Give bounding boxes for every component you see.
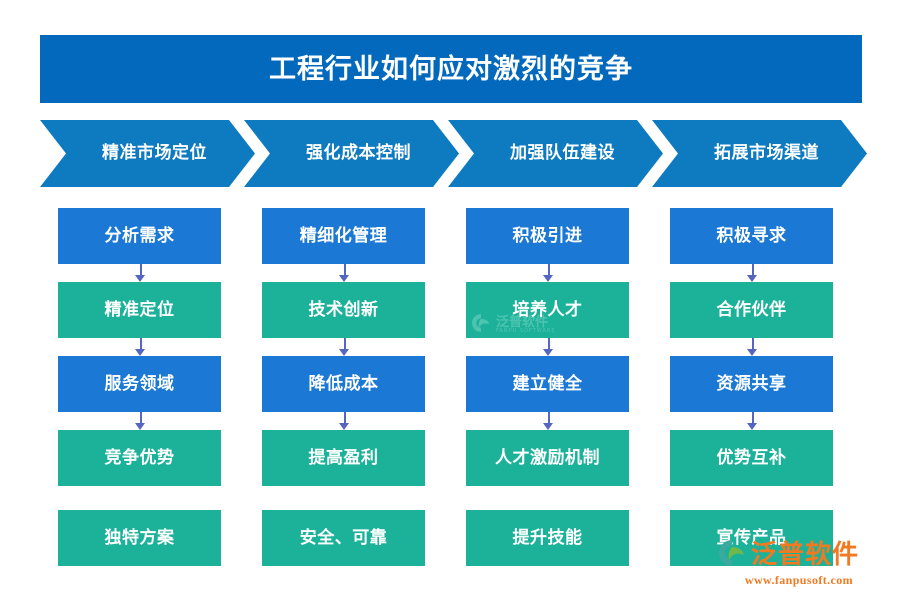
chevron-stage-1-label: 精准市场定位	[102, 143, 207, 163]
flow-box-c4-r1[interactable]: 积极寻求	[670, 208, 833, 264]
flow-box-c2-r2[interactable]: 技术创新	[262, 282, 425, 338]
chevron-stage-3[interactable]: 加强队伍建设	[448, 120, 663, 187]
flow-box-label: 提高盈利	[308, 447, 379, 468]
arrow-down-icon	[134, 264, 146, 282]
flow-cell: 积极引进	[466, 208, 629, 282]
chevron-stage-1[interactable]: 精准市场定位	[40, 120, 255, 187]
flow-box-c2-r1[interactable]: 精细化管理	[262, 208, 425, 264]
flow-box-label: 宣传产品	[716, 527, 787, 548]
flow-box-label: 安全、可靠	[299, 527, 388, 548]
flow-box-label: 资源共享	[716, 373, 787, 394]
logo-name-cn: 泛普软件	[751, 540, 860, 570]
flow-box-label: 积极引进	[512, 225, 583, 246]
flow-box-label: 培养人才	[512, 299, 583, 320]
flow-box-label: 优势互补	[716, 447, 787, 468]
flow-box-c4-r4[interactable]: 优势互补	[670, 430, 833, 486]
chevron-stage-4-label: 拓展市场渠道	[714, 143, 819, 163]
flow-cell: 独特方案	[58, 510, 221, 566]
flow-box-label: 分析需求	[104, 225, 175, 246]
flow-cell: 安全、可靠	[262, 510, 425, 566]
flow-cell: 人才激励机制	[466, 430, 629, 486]
logo-url: www.fanpusoft.com	[744, 573, 854, 587]
arrow-down-icon	[746, 412, 758, 430]
flow-cell: 降低成本	[262, 356, 425, 430]
logo-row: 泛普软件	[716, 538, 882, 572]
flow-box-label: 精准定位	[104, 299, 175, 320]
flow-box-c1-r4[interactable]: 竞争优势	[58, 430, 221, 486]
flow-box-label: 积极寻求	[716, 225, 787, 246]
flow-cell: 分析需求	[58, 208, 221, 282]
chevron-stage-4[interactable]: 拓展市场渠道	[652, 120, 867, 187]
flow-cell: 建立健全	[466, 356, 629, 430]
flow-box-label: 提升技能	[512, 527, 583, 548]
arrow-down-icon	[542, 338, 554, 356]
flow-cell: 竞争优势	[58, 430, 221, 486]
arrow-down-icon	[746, 264, 758, 282]
flow-cell: 合作伙伴	[670, 282, 833, 356]
title-banner: 工程行业如何应对激烈的竞争	[40, 35, 862, 103]
fanpu-logo-icon	[716, 537, 748, 573]
flow-box-c3-r4[interactable]: 人才激励机制	[466, 430, 629, 486]
flow-cell: 优势互补	[670, 430, 833, 486]
chevron-stage-2-label: 强化成本控制	[306, 143, 411, 163]
flow-box-c4-r5[interactable]: 宣传产品	[670, 510, 833, 566]
flow-cell: 积极寻求	[670, 208, 833, 282]
arrow-down-icon	[338, 412, 350, 430]
flow-column-3: 积极引进 培养人才 建立健全 人才激励机制	[466, 208, 629, 566]
flow-box-label: 精细化管理	[299, 225, 388, 246]
flow-box-c3-r5[interactable]: 提升技能	[466, 510, 629, 566]
flow-box-c1-r3[interactable]: 服务领域	[58, 356, 221, 412]
flow-cell: 提高盈利	[262, 430, 425, 486]
flow-cell: 宣传产品	[670, 510, 833, 566]
chevron-stage-3-label: 加强队伍建设	[510, 143, 615, 163]
chevron-stage-2[interactable]: 强化成本控制	[244, 120, 459, 187]
flow-box-c3-r2[interactable]: 培养人才	[466, 282, 629, 338]
flow-box-label: 降低成本	[308, 373, 379, 394]
flow-box-label: 建立健全	[512, 373, 583, 394]
flow-box-c2-r5[interactable]: 安全、可靠	[262, 510, 425, 566]
flow-box-label: 独特方案	[104, 527, 175, 548]
flow-box-c2-r4[interactable]: 提高盈利	[262, 430, 425, 486]
arrow-down-icon	[134, 338, 146, 356]
arrow-down-icon	[542, 264, 554, 282]
flow-box-label: 服务领域	[104, 373, 175, 394]
fanpu-logo: 泛普软件 www.fanpusoft.com	[716, 538, 882, 588]
arrow-down-icon	[134, 412, 146, 430]
flow-box-c3-r3[interactable]: 建立健全	[466, 356, 629, 412]
flow-box-label: 人才激励机制	[495, 447, 600, 468]
flow-column-2: 精细化管理 技术创新 降低成本 提高盈利	[262, 208, 425, 566]
arrow-down-icon	[338, 338, 350, 356]
flow-box-c4-r3[interactable]: 资源共享	[670, 356, 833, 412]
flow-cell: 提升技能	[466, 510, 629, 566]
flow-box-label: 竞争优势	[104, 447, 175, 468]
arrow-down-icon	[542, 412, 554, 430]
chevron-header-row: 精准市场定位 强化成本控制 加强队伍建设 拓展市场渠道	[40, 120, 862, 187]
flow-cell: 资源共享	[670, 356, 833, 430]
flow-box-c1-r5[interactable]: 独特方案	[58, 510, 221, 566]
flow-column-1: 分析需求 精准定位 服务领域 竞争优势	[58, 208, 221, 566]
flow-box-c1-r2[interactable]: 精准定位	[58, 282, 221, 338]
flow-box-c1-r1[interactable]: 分析需求	[58, 208, 221, 264]
flow-column-4: 积极寻求 合作伙伴 资源共享 优势互补	[670, 208, 833, 566]
flow-box-label: 技术创新	[308, 299, 379, 320]
flow-cell: 精细化管理	[262, 208, 425, 282]
page-title: 工程行业如何应对激烈的竞争	[269, 53, 633, 85]
flow-cell: 技术创新	[262, 282, 425, 356]
arrow-down-icon	[338, 264, 350, 282]
flow-cell: 精准定位	[58, 282, 221, 356]
flow-box-c2-r3[interactable]: 降低成本	[262, 356, 425, 412]
flow-box-c4-r2[interactable]: 合作伙伴	[670, 282, 833, 338]
flow-box-label: 合作伙伴	[716, 299, 787, 320]
arrow-down-icon	[746, 338, 758, 356]
flow-cell: 服务领域	[58, 356, 221, 430]
flow-cell: 培养人才	[466, 282, 629, 356]
flow-box-c3-r1[interactable]: 积极引进	[466, 208, 629, 264]
